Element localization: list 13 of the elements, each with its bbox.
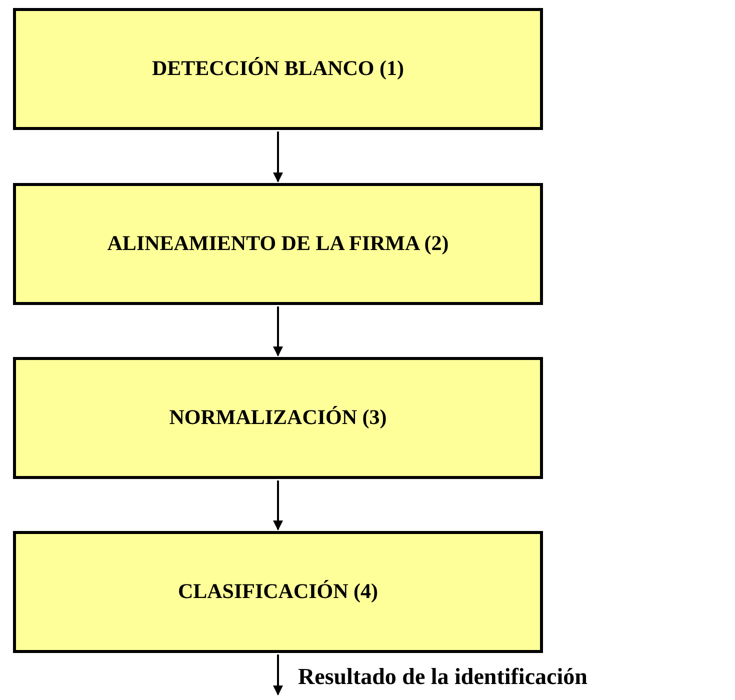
- box-title: DETECCIÓN BLANCO (1): [152, 55, 404, 82]
- arrow: [273, 480, 283, 530]
- process-box: [13, 8, 543, 130]
- box-title: NORMALIZACIÓN (3): [169, 404, 387, 432]
- edge-label: Resultado de la identificación: [298, 664, 588, 688]
- box-title: CLASIFICACIÓN (4): [178, 578, 378, 606]
- box-title: ALINEAMIENTO DE LA FIRMA (2): [107, 230, 449, 258]
- process-box: [13, 183, 543, 305]
- arrow: [273, 654, 283, 696]
- arrow: [273, 306, 283, 356]
- process-box: [13, 357, 543, 479]
- process-box: [13, 531, 543, 653]
- arrow: [273, 132, 283, 182]
